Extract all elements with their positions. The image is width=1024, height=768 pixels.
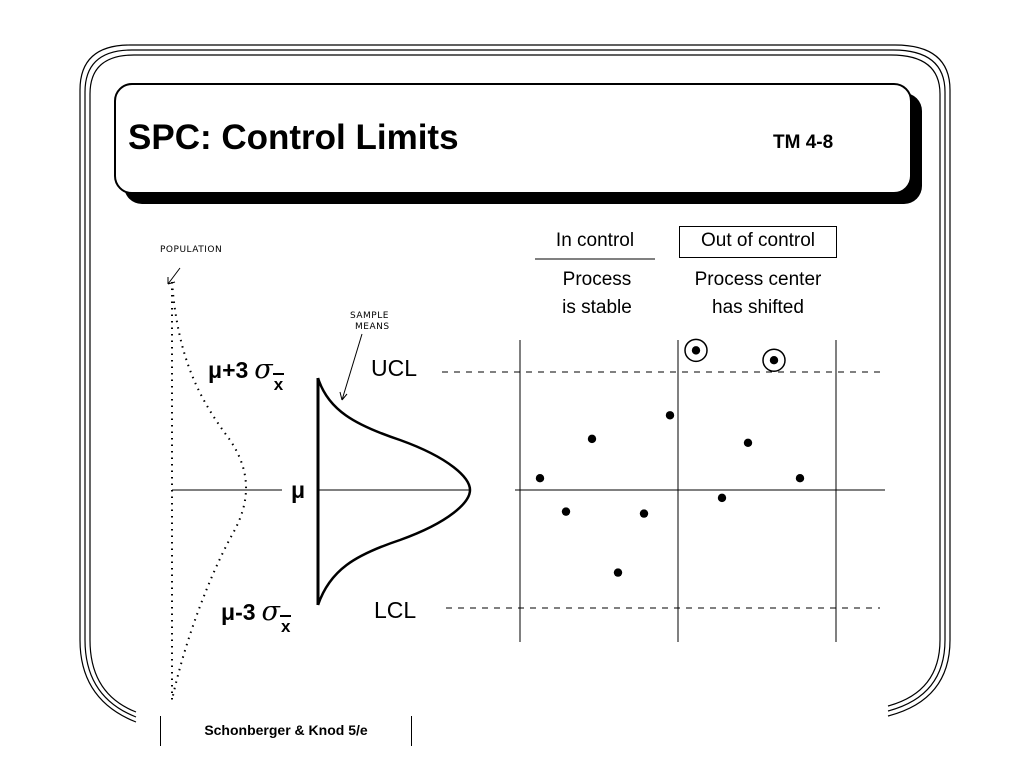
- in-control-description-line2: is stable: [562, 297, 632, 318]
- population-annotation: POPULATION: [160, 245, 223, 255]
- sample-point: [639, 509, 649, 518]
- sample-point: [743, 438, 753, 447]
- lcl-label: LCL: [374, 597, 417, 623]
- title-box: [114, 83, 912, 194]
- sigma-symbol: σ: [261, 596, 280, 627]
- footer-box: [160, 716, 412, 746]
- footer-credit: Schonberger & Knod 5/e: [204, 722, 368, 738]
- sample-means-annotation-line1: SAMPLE: [350, 311, 389, 321]
- sample-point: [717, 493, 727, 503]
- x-bar-subscript: x: [279, 615, 292, 636]
- out-of-control-label: Out of control: [700, 230, 816, 251]
- out-control-description-line1: Process center: [694, 269, 822, 290]
- sample-point: [561, 507, 571, 516]
- sample-point: [613, 568, 623, 577]
- out-control-description-line2: has shifted: [712, 297, 804, 318]
- slide-number: TM 4-8: [773, 132, 834, 153]
- population-arrow: [167, 267, 181, 285]
- ucl-formula-prefix: μ+3: [208, 357, 249, 383]
- x-bar-subscript: x: [272, 373, 285, 394]
- sample-means-curve: [316, 377, 472, 606]
- ucl-label: UCL: [371, 355, 418, 381]
- sample-point: [535, 474, 545, 483]
- sample-point: [691, 346, 701, 355]
- sample-point: [587, 434, 597, 444]
- in-control-description-line1: Process: [562, 269, 632, 290]
- out-of-control-marker: [684, 338, 708, 363]
- sample-means-arrow: [339, 333, 363, 401]
- population-curve: [171, 281, 248, 701]
- in-control-label: In control: [555, 230, 635, 251]
- frame-border: [79, 44, 951, 723]
- sample-means-annotation-line2: MEANS: [355, 322, 390, 332]
- sample-point: [795, 474, 805, 483]
- sigma-symbol: σ: [254, 354, 273, 385]
- sample-point: [769, 356, 779, 365]
- slide-title: SPC: Control Limits: [128, 118, 459, 157]
- mean-label: μ: [291, 477, 306, 503]
- out-control-box: [679, 226, 837, 258]
- lcl-formula-prefix: μ-3: [221, 599, 256, 625]
- sample-point: [665, 411, 675, 420]
- out-of-control-marker: [762, 348, 786, 372]
